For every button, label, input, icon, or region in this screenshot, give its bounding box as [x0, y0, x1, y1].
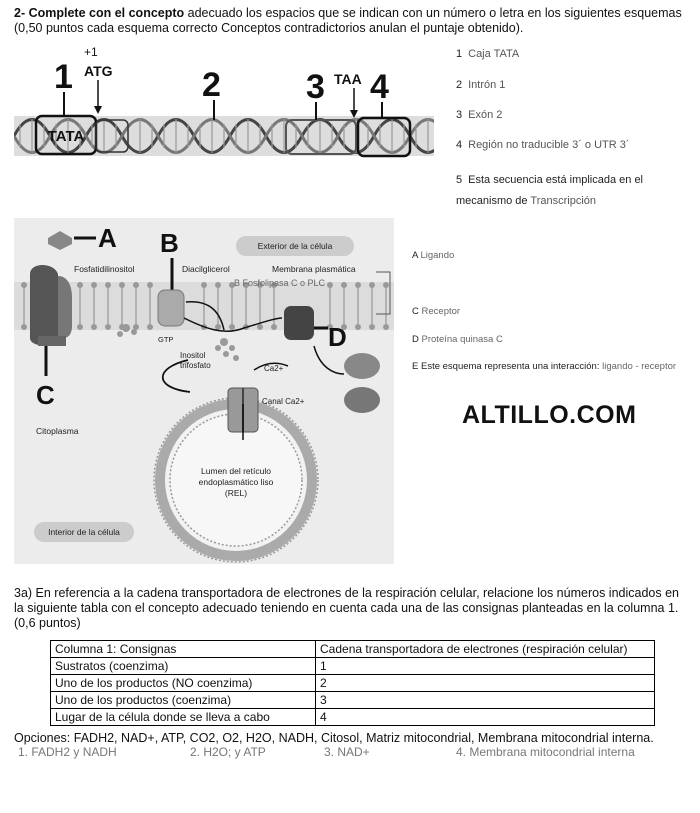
lumen-label-3: (REL) — [225, 488, 247, 498]
interior-label-bg — [34, 522, 134, 542]
final-answer-1: 1. FADH2 y NADH — [18, 745, 117, 759]
atg-text: ATG — [84, 63, 113, 79]
small-molecules — [117, 324, 239, 361]
consignas-table: Columna 1: Consignas Cadena transportado… — [50, 640, 655, 726]
options-line: Opciones: FADH2, NAD+, ATP, CO2, O2, H2O… — [14, 731, 654, 745]
cell-signaling-diagram: Exterior de la célula A C B Fosfatidilin… — [14, 218, 394, 564]
final-answer-2: 2. H2O; y ATP — [190, 745, 266, 759]
target-protein-1 — [344, 353, 380, 379]
lumen-label-1: Lumen del retículo — [201, 466, 271, 476]
taa-text: TAA — [334, 71, 362, 87]
table-row: Uno de los productos (coenzima) 3 — [50, 691, 655, 709]
cell-answer-e: E Este esquema representa una interacció… — [412, 361, 677, 372]
cell-answer-c: C Receptor — [412, 306, 461, 317]
table-header-1: Columna 1: Consignas — [50, 640, 316, 658]
options-label: Opciones: — [14, 731, 74, 745]
tata-text: TATA — [48, 128, 85, 145]
exterior-label-bg — [236, 236, 354, 256]
canal-label: Canal Ca2+ — [262, 397, 305, 406]
table-header-2: Cadena transportadora de electrones (res… — [315, 640, 655, 658]
letter-c: C — [36, 380, 55, 410]
arrow-plc-ip3 — [185, 301, 225, 331]
dna-rungs — [19, 119, 429, 153]
arrow-pkc-targets — [313, 345, 345, 375]
g-protein — [157, 289, 185, 327]
table-cell: 1 — [315, 657, 655, 675]
label-1: 1 — [54, 58, 73, 96]
cell-answer-a: A Ligando — [412, 250, 455, 261]
pkc-shape — [284, 306, 314, 340]
table-row: Uno de los productos (NO coenzima) 2 — [50, 674, 655, 692]
question-3-prompt: 3a) En referencia a la cadena transporta… — [14, 586, 679, 630]
table-cell: 3 — [315, 691, 655, 709]
table-cell: 4 — [315, 708, 655, 726]
diacil-label: Diacilglicerol — [182, 264, 230, 274]
label-3: 3 — [306, 68, 325, 106]
fosfatidil-label: Fosfatidilinositol — [74, 264, 135, 274]
taa-arrowhead — [350, 110, 358, 118]
target-protein-2 — [344, 387, 380, 413]
question-2-title: 2- Complete con el concepto — [14, 6, 185, 20]
membrana-label: Membrana plasmática — [272, 264, 356, 274]
citoplasma-label: Citoplasma — [36, 426, 79, 436]
ligand-shape — [48, 231, 72, 250]
ca-label: Ca2+ — [264, 364, 284, 373]
atg-arrowhead — [94, 106, 102, 114]
fosfolipasa-label: B Fosfolipasa C o PLC — [234, 278, 326, 288]
dna-gene-diagram: TATA 1 +1 ATG 2 3 TAA 4 — [14, 45, 434, 158]
table-cell: Lugar de la célula donde se lleva a cabo — [50, 708, 316, 726]
options-text: FADH2, NAD+, ATP, CO2, O2, H2O, NADH, Ci… — [73, 731, 654, 745]
letter-d: D — [328, 322, 347, 352]
table-cell: 2 — [315, 674, 655, 692]
receptor-side — [58, 276, 72, 338]
receptor-shape — [30, 265, 58, 346]
membrane-bracket — [376, 271, 391, 315]
label-4: 4 — [370, 68, 389, 106]
site-watermark: ALTILLO.COM — [462, 401, 637, 429]
inositol-label-2: trifosfato — [180, 361, 211, 370]
final-answer-4: 4. Membrana mitocondrial interna — [456, 745, 635, 759]
table-row: Lugar de la célula donde se lleva a cabo… — [50, 708, 655, 726]
table-cell: Sustratos (coenzima) — [50, 657, 316, 675]
arrow-ip3-channel — [161, 359, 191, 393]
dna-strand-2 — [14, 118, 434, 154]
gtp-label: GTP — [158, 335, 173, 344]
exterior-label: Exterior de la célula — [258, 241, 333, 251]
final-answer-3: 3. NAD+ — [324, 745, 370, 759]
table-cell: Uno de los productos (coenzima) — [50, 691, 316, 709]
inositol-label-1: Inositol — [180, 351, 206, 360]
letter-b: B — [160, 228, 179, 258]
utr3-box — [356, 116, 412, 158]
exon-1-box — [95, 119, 129, 153]
table-cell: Uno de los productos (NO coenzima) — [50, 674, 316, 692]
exon-2-box — [285, 119, 357, 155]
table-row: Sustratos (coenzima) 1 — [50, 657, 655, 675]
label-2: 2 — [202, 66, 221, 104]
er-lumen — [169, 413, 303, 547]
interior-label: Interior de la célula — [48, 527, 120, 537]
lumen-label-2: endoplasmático liso — [199, 477, 274, 487]
plus1-text: +1 — [84, 45, 98, 59]
table-header-row: Columna 1: Consignas Cadena transportado… — [50, 640, 655, 658]
arrow-ca — [253, 362, 289, 371]
question-2-text: adecuado los espacios que se indican con… — [14, 6, 682, 35]
letter-a: A — [98, 223, 117, 253]
receptor-base — [38, 336, 66, 346]
question-2-prompt: 2- Complete con el concepto adecuado los… — [14, 6, 686, 36]
arrow-dag-pkc — [183, 317, 283, 332]
cell-answer-d: D Proteína quinasa C — [412, 334, 503, 345]
